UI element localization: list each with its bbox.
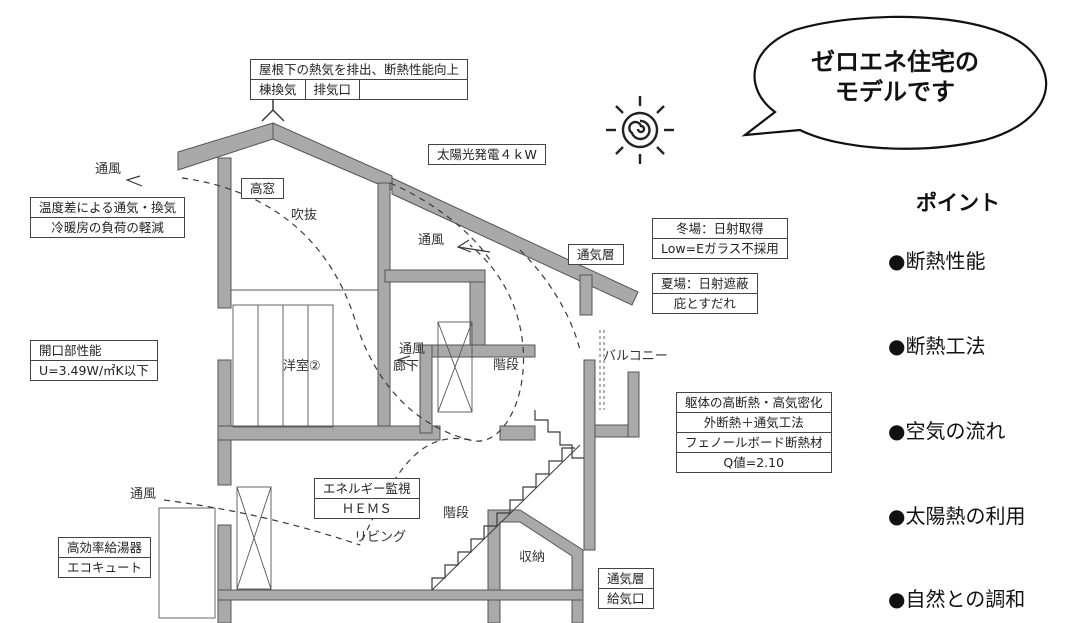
hall-drop xyxy=(419,344,433,434)
airflow-to-living xyxy=(163,499,361,546)
label-kaidan-upper: 階段 xyxy=(493,358,520,373)
label-tsufu-top-left: 通風 xyxy=(95,162,122,177)
bubble-line2: モデルです xyxy=(835,78,955,106)
point-item-insulation: ●断熱性能 xyxy=(888,249,986,273)
floor-slab-2f-right xyxy=(499,425,536,441)
bubble-text: ゼロエネ住宅の モデルです xyxy=(760,47,1030,107)
arrow-loft xyxy=(456,239,472,253)
callout-summer-1: 夏場：日射遮蔽 xyxy=(661,276,749,291)
airflow-curve-main xyxy=(181,177,525,442)
callout-water-heater: 高効率給湯器 エコキュート xyxy=(58,537,152,578)
callout-hems-2: ＨＥＭＳ xyxy=(315,498,419,518)
label-storage: 収納 xyxy=(519,550,546,565)
wall-right-upper xyxy=(579,274,593,316)
wall-left-lower xyxy=(217,524,232,623)
sun-icon xyxy=(606,96,674,164)
callout-air-bottom: 通気層 給気口 xyxy=(598,568,654,609)
wall-center xyxy=(377,182,391,429)
roof-shed xyxy=(391,177,639,306)
arrow-top-left xyxy=(125,175,143,187)
living-door-x2 xyxy=(236,486,272,590)
stair-rail xyxy=(431,444,581,591)
callout-solar: 太陽光発電４ｋW xyxy=(428,144,546,165)
callout-body-1: 躯体の高断熱・高気密化 xyxy=(685,395,823,410)
label-tsufu-loft: 通風 xyxy=(418,233,445,248)
point-item-nature: ●自然との調和 xyxy=(888,587,1026,611)
airflow-curve-low xyxy=(359,438,471,546)
callout-solar-text: 太陽光発電４ｋW xyxy=(437,147,537,162)
floor-slab-2f xyxy=(217,425,441,441)
label-tsufu-bottom-left: 通風 xyxy=(130,487,157,502)
callout-roof-ridge: 棟換気 xyxy=(251,80,306,99)
living-door xyxy=(236,486,272,590)
speech-bubble xyxy=(741,15,1048,150)
callout-air-layer-top: 通気層 xyxy=(568,244,624,265)
ground-window xyxy=(158,507,216,619)
point-item-solar-heat: ●太陽熱の利用 xyxy=(888,504,1026,528)
airflow-curve-upper xyxy=(389,182,491,261)
label-fukinuke: 吹抜 xyxy=(291,208,318,223)
callout-temperature-1: 温度差による通気・換気 xyxy=(39,200,177,215)
hall-door-x2 xyxy=(437,321,473,413)
callout-opening: 開口部性能 U=3.49W/㎡K以下 xyxy=(30,340,158,381)
callout-body-2: 外断熱＋通気工法 xyxy=(677,412,831,432)
wall-right-mid xyxy=(583,359,596,551)
ridge-vent-icon xyxy=(261,108,285,122)
label-rouka: 廊下 xyxy=(393,359,420,374)
callout-body-3: フェノールボード断熱材 xyxy=(677,432,831,452)
callout-air-bottom-2: 給気口 xyxy=(599,588,653,608)
callout-temperature-2: 冷暖房の負荷の軽減 xyxy=(31,217,185,237)
callout-hems: エネルギー監視 ＨＥＭＳ xyxy=(314,478,420,519)
points-title: ポイント xyxy=(916,191,1000,215)
label-high-window: 高窓 xyxy=(250,181,276,196)
callout-roof-cells: 棟換気 排気口 xyxy=(251,79,468,99)
callout-winter-1: 冬場：日射取得 xyxy=(676,221,764,236)
callout-opening-1: 開口部性能 xyxy=(39,343,102,358)
callout-summer-2: 庇とすだれ xyxy=(653,293,757,313)
arrow-loft-line xyxy=(457,246,491,253)
callout-body: 躯体の高断熱・高気密化 外断熱＋通気工法 フェノールボード断熱材 Q値=2.10 xyxy=(676,392,832,473)
callout-roof-text: 屋根下の熱気を排出、断熱性能向上 xyxy=(259,62,460,77)
ground-floor-slab xyxy=(217,589,584,601)
callout-roof: 屋根下の熱気を排出、断熱性能向上 棟換気 排気口 xyxy=(250,59,469,100)
label-high-window-box: 高窓 xyxy=(241,178,285,199)
loft-floor xyxy=(384,269,486,283)
roof-right-slope xyxy=(272,122,393,191)
stair-lower xyxy=(431,447,575,590)
airflow-balcony xyxy=(519,249,581,351)
label-living: リビング xyxy=(354,530,407,545)
callout-water-heater-1: 高効率給湯器 xyxy=(67,540,143,555)
bubble-line1: ゼロエネ住宅の xyxy=(811,48,979,76)
callout-summer: 夏場：日射遮蔽 庇とすだれ xyxy=(652,273,758,314)
callout-temperature: 温度差による通気・換気 冷暖房の負荷の軽減 xyxy=(30,197,186,238)
hall-door xyxy=(437,321,473,413)
arrow-hall xyxy=(396,355,413,367)
callout-opening-2: U=3.49W/㎡K以下 xyxy=(31,360,157,380)
point-item-airflow: ●空気の流れ xyxy=(888,419,1006,443)
stair-upper xyxy=(534,410,584,459)
wall-left-upper xyxy=(217,157,232,309)
wall-left-mid xyxy=(217,359,232,486)
label-yoshitsu: 洋室② xyxy=(283,359,321,374)
balcony-parapet xyxy=(627,371,640,438)
callout-roof-exhaust: 排気口 xyxy=(306,80,361,99)
point-item-method: ●断熱工法 xyxy=(888,334,986,358)
storage-walls xyxy=(487,509,584,623)
label-kaidan-lower: 階段 xyxy=(443,506,470,521)
callout-body-4: Q値=2.10 xyxy=(677,452,831,472)
callout-air-bottom-1: 通気層 xyxy=(607,571,645,586)
callout-air-layer-top-text: 通気層 xyxy=(577,247,615,262)
label-tsufu-hall: 通風 xyxy=(399,342,426,357)
callout-water-heater-2: エコキュート xyxy=(59,557,151,577)
callout-winter: 冬場：日射取得 Low=Eガラス不採用 xyxy=(652,218,788,259)
hall-floor xyxy=(419,344,536,358)
label-balcony: バルコニー xyxy=(603,349,668,364)
callout-hems-1: エネルギー監視 xyxy=(323,481,411,496)
callout-winter-2: Low=Eガラス不採用 xyxy=(653,238,787,258)
